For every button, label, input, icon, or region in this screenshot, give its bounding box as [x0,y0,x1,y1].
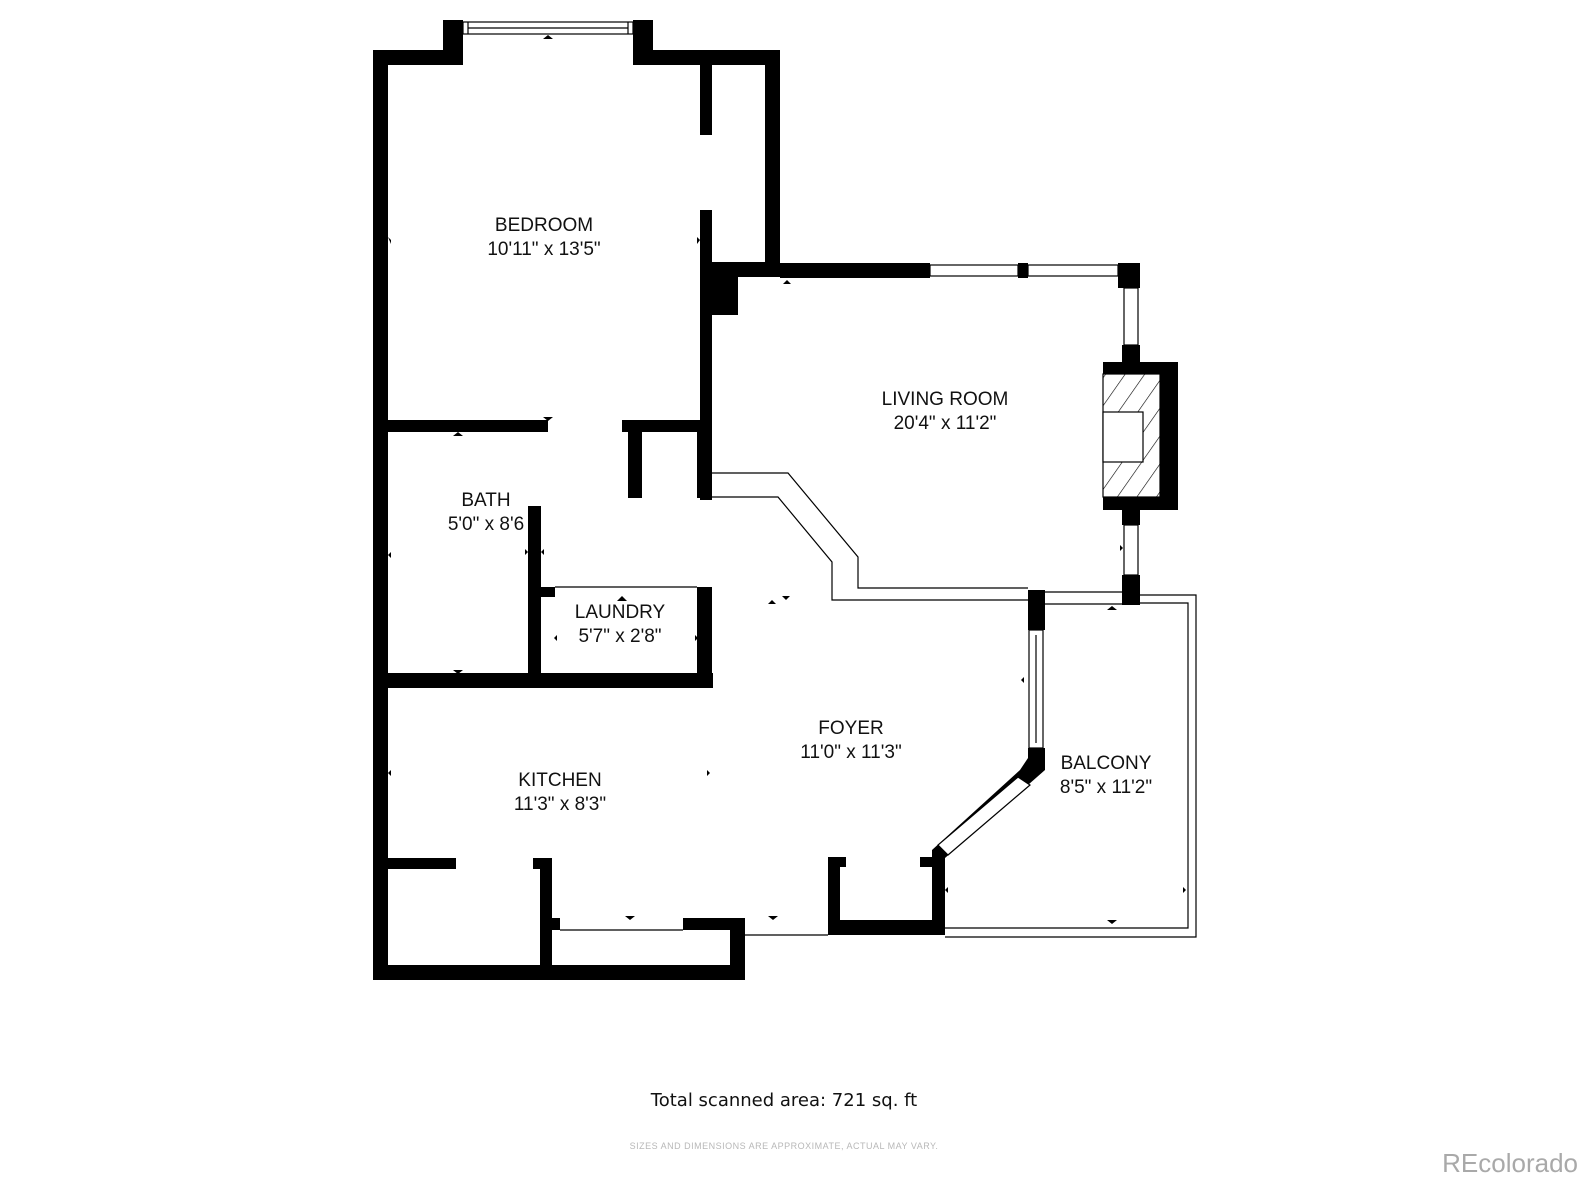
room-label-laundry: LAUNDRY 5'7" x 2'8" [575,601,665,649]
room-name: BEDROOM [494,215,594,236]
total-area: Total scanned area: 721 sq. ft [650,1090,918,1111]
room-label-balcony: BALCONY 8'5" x 11'2" [1060,752,1152,800]
window-icon [462,21,634,35]
room-name: LAUNDRY [574,602,666,623]
dimension-arrow-icon [388,35,1186,924]
room-dimensions: 5'7" x 2'8" [578,626,662,647]
laundry-walls [541,586,712,687]
brand-watermark: REcolorado [1442,1148,1578,1178]
room-label-kitchen: KITCHEN 11'3" x 8'3" [514,769,606,817]
room-label-living-room: LIVING ROOM 20'4" x 11'2" [882,388,1009,436]
room-label-bath: BATH 5'0" x 8'6 [448,489,524,537]
room-label-foyer: FOYER 11'0" x 11'3" [800,717,901,765]
room-name: BALCONY [1060,753,1152,774]
bedroom-walls [373,20,780,980]
room-label-bedroom: BEDROOM 10'11" x 13'5" [487,214,600,262]
kitchen-walls [373,858,828,980]
living-room-walls [780,263,1178,605]
room-name: BATH [461,490,511,511]
room-dimensions: 8'5" x 11'2" [1059,777,1153,798]
room-name: LIVING ROOM [881,389,1009,410]
room-dimensions: 10'11" x 13'5" [487,239,601,260]
balcony-railing [945,591,1197,938]
room-dimensions: 11'3" x 8'3" [513,794,607,815]
fireplace-icon [1102,373,1161,498]
kitchen-counter [712,472,1028,601]
room-name: KITCHEN [518,770,602,791]
window-icon [937,629,1044,856]
disclaimer: SIZES AND DIMENSIONS ARE APPROXIMATE, AC… [629,1141,939,1151]
room-dimensions: 20'4" x 11'2" [893,413,997,434]
window-icon [929,264,1139,576]
room-name: FOYER [818,718,884,739]
room-dimensions: 5'0" x 8'6 [447,514,525,535]
room-dimensions: 11'0" x 11'3" [800,742,902,763]
